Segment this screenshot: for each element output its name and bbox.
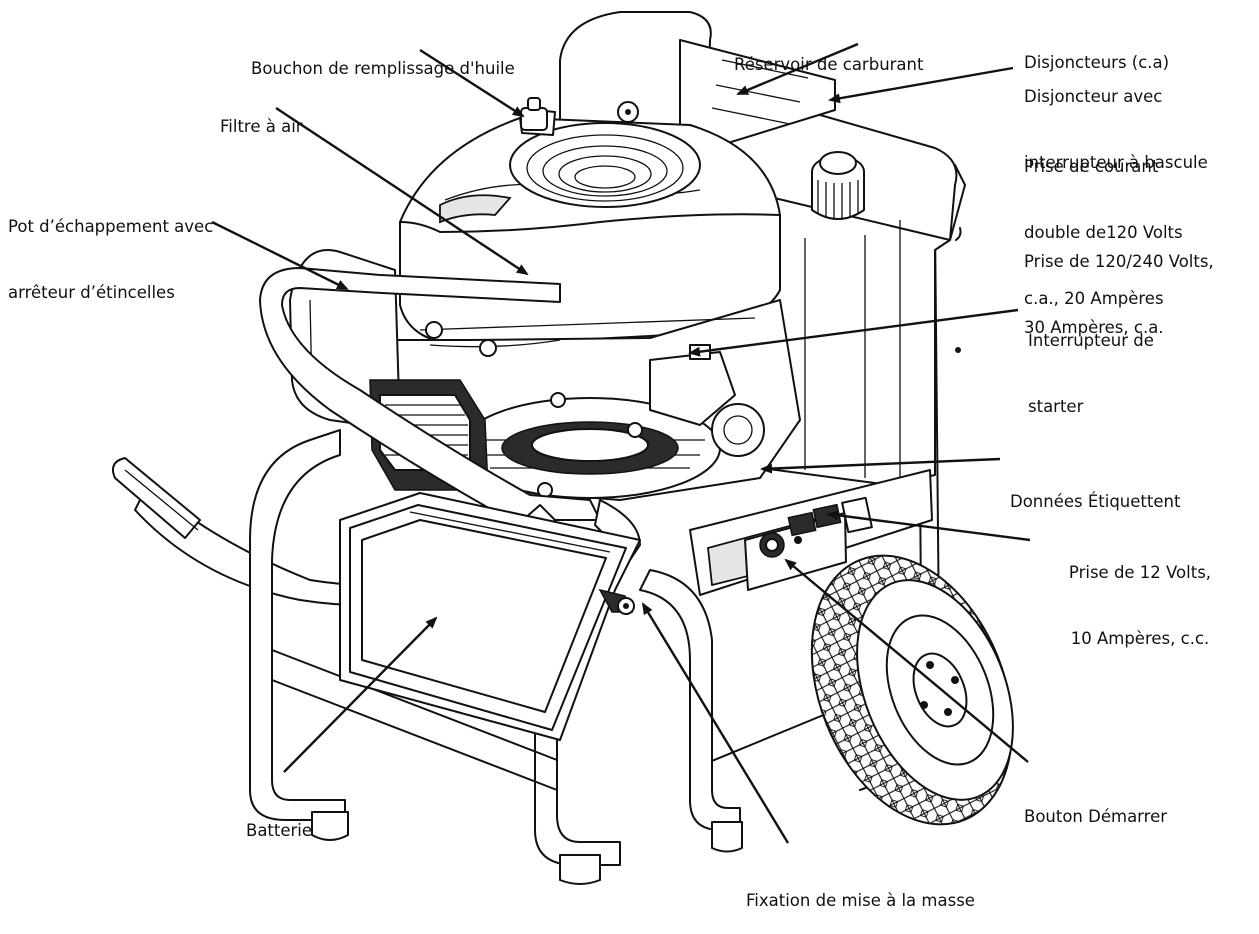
label-fuel-tank: Réservoir de carburant: [734, 55, 924, 74]
battery-tray: [339, 492, 641, 741]
label-240-outlet: Prise de 120/240 Volts, 30 Ampères, c.a.: [1024, 252, 1214, 337]
leader-air-filter: [275, 106, 529, 276]
leader-breaker-switch: [828, 66, 1014, 104]
wheel: [810, 554, 1014, 826]
leader-oil-fill-cap: [419, 48, 525, 118]
control-panel: [689, 469, 933, 596]
label-muffler: Pot d’échappement avec arrêteur d’étince…: [8, 217, 214, 302]
label-breaker-switch: Disjoncteur avec interrupteur à bascule: [1024, 87, 1208, 172]
label-start-button: Bouton Démarrer: [1024, 807, 1168, 826]
label-duplex-outlet: Prise de courant double de120 Volts c.a.…: [1024, 157, 1183, 308]
label-air-filter: Filtre à air: [220, 117, 303, 136]
leader-ground-fixture: [641, 602, 790, 844]
label-ground-fixture: Fixation de mise à la masse: [746, 891, 975, 910]
generator-illustration: [112, 11, 1031, 885]
leader-battery: [283, 616, 438, 773]
label-breakers: Disjoncteurs (c.a): [1024, 53, 1170, 72]
leader-dc-outlet: [826, 510, 1031, 542]
label-oil-fill-cap: Bouchon de remplissage d'huile: [251, 59, 515, 78]
leader-data-label: [760, 457, 1001, 474]
label-battery: Batterie: [246, 821, 313, 840]
leader-choke-switch: [688, 308, 1019, 357]
leader-muffler: [211, 220, 349, 291]
leader-fuel-tank: [736, 42, 859, 96]
label-data-label: Données Étiquettent: [1010, 492, 1181, 511]
label-choke-switch: Interrupteur de starter: [1028, 331, 1154, 416]
leader-start-button: [784, 558, 1029, 763]
label-dc-outlet: Prise de 12 Volts, 10 Ampères, c.c.: [1068, 563, 1212, 648]
leader-lines: [211, 42, 1031, 844]
